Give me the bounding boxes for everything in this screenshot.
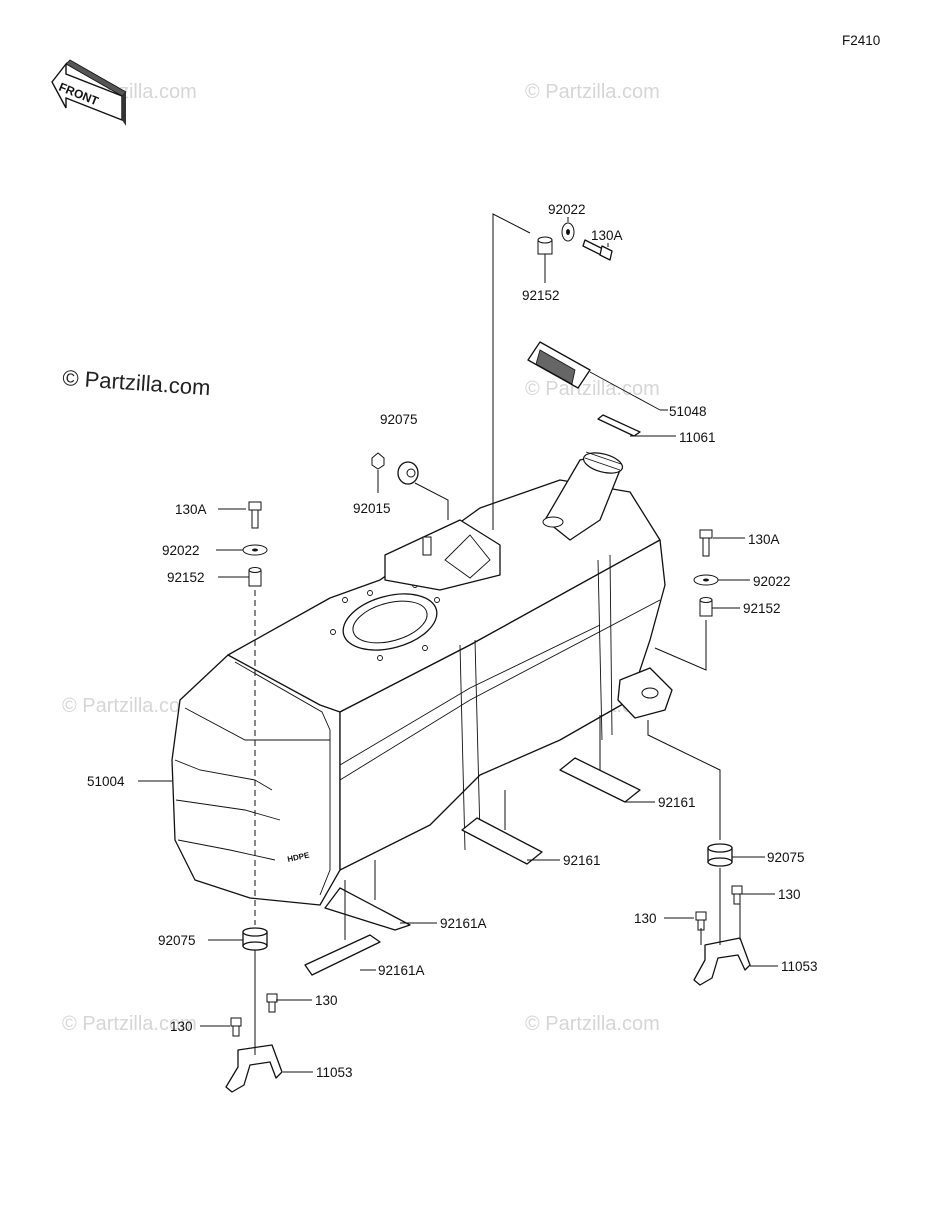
bracket-11053-left bbox=[225, 1044, 283, 1093]
bolt-130-left-b bbox=[230, 1017, 242, 1037]
pad-92161A-b bbox=[304, 934, 381, 976]
callout-11053: 11053 bbox=[781, 959, 818, 974]
bolt-130A-top bbox=[582, 239, 613, 261]
damper-92075-left bbox=[242, 927, 268, 951]
callout-92161: 92161 bbox=[658, 795, 696, 810]
front-arrow-icon: FRONT bbox=[51, 59, 127, 126]
damper-92075-right bbox=[707, 843, 733, 867]
watermark: © Partzilla.com bbox=[525, 1013, 660, 1035]
callout-92075: 92075 bbox=[158, 933, 196, 948]
bolt-130-left-a bbox=[266, 993, 278, 1013]
gasket-11061 bbox=[597, 414, 641, 437]
callout-92022: 92022 bbox=[548, 202, 586, 217]
callout-92022: 92022 bbox=[753, 574, 791, 589]
callout-130A: 130A bbox=[175, 502, 207, 517]
callout-92075: 92075 bbox=[380, 412, 418, 427]
pad-92161A-a bbox=[324, 887, 411, 931]
callout-92022: 92022 bbox=[162, 543, 200, 558]
watermark: © Partzilla.com bbox=[525, 81, 660, 103]
bolt-130-right-b bbox=[695, 911, 707, 931]
pad-92161-b bbox=[461, 817, 543, 865]
pad-51048 bbox=[527, 341, 661, 411]
callout-92161A: 92161A bbox=[440, 916, 487, 931]
damper-92075-top bbox=[397, 461, 419, 485]
collar-92152-right bbox=[699, 597, 713, 617]
callout-92152: 92152 bbox=[167, 570, 205, 585]
callout-51048: 51048 bbox=[669, 404, 707, 419]
callout-92161A: 92161A bbox=[378, 963, 425, 978]
callout-130A: 130A bbox=[748, 532, 780, 547]
callout-51004: 51004 bbox=[87, 774, 125, 789]
pad-92161-a bbox=[559, 757, 641, 803]
callout-92161: 92161 bbox=[563, 853, 601, 868]
collar-92152-left bbox=[248, 567, 262, 587]
callout-130: 130 bbox=[634, 911, 657, 926]
callout-11061: 11061 bbox=[679, 430, 716, 445]
bolt-130A-right bbox=[699, 529, 713, 557]
leader-lines bbox=[138, 213, 778, 1073]
callout-92075: 92075 bbox=[767, 850, 805, 865]
watermark: © Partzilla.com bbox=[525, 378, 660, 400]
nut-92015 bbox=[371, 452, 385, 470]
watermark-dark: © Partzilla.com bbox=[62, 365, 212, 400]
callouts: 92022 130A 92152 51048 11061 92075 92015… bbox=[87, 202, 818, 1080]
callout-130: 130 bbox=[778, 887, 801, 902]
fuel-tank-51004: HDPE bbox=[171, 451, 673, 906]
callout-92015: 92015 bbox=[353, 501, 391, 516]
callout-92152: 92152 bbox=[743, 601, 781, 616]
bolt-130A-left bbox=[248, 501, 262, 529]
watermark: © Partzilla.com bbox=[62, 1013, 197, 1035]
callout-11053: 11053 bbox=[316, 1065, 353, 1080]
diagram-code: F2410 bbox=[842, 33, 880, 48]
callout-130: 130 bbox=[170, 1019, 193, 1034]
watermark: © Partzilla.com bbox=[62, 695, 197, 717]
bracket-11053-right bbox=[693, 937, 751, 986]
callout-92152: 92152 bbox=[522, 288, 560, 303]
collar-92152-top bbox=[537, 236, 553, 255]
callout-130A: 130A bbox=[591, 228, 623, 243]
callout-130: 130 bbox=[315, 993, 338, 1008]
